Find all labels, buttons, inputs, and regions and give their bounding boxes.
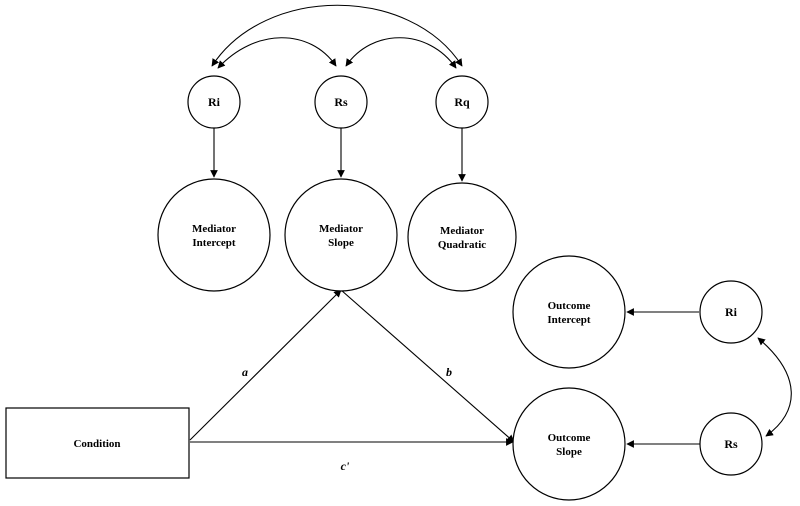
node-mediator-quadratic-line2: Quadratic: [438, 239, 486, 251]
path-a-arrow: [189, 289, 342, 441]
node-condition-label: Condition: [73, 438, 120, 450]
node-mediator-intercept: Mediator Intercept: [157, 178, 271, 292]
node-outcome-intercept-line2: Intercept: [547, 314, 591, 326]
node-ri-top-label: Ri: [208, 95, 221, 109]
node-rs-top: Rs: [314, 75, 368, 129]
node-ri-right-label: Ri: [725, 305, 738, 319]
node-mediator-slope-line2: Slope: [328, 237, 354, 249]
node-mediator-quadratic-line1: Mediator: [440, 225, 484, 237]
node-mediator-slope: Mediator Slope: [284, 178, 398, 292]
node-condition: Condition: [5, 407, 190, 479]
node-mediator-slope-line1: Mediator: [319, 223, 363, 235]
node-outcome-slope-line2: Slope: [556, 446, 582, 458]
node-rq-top: Rq: [435, 75, 489, 129]
node-mediator-intercept-line2: Intercept: [192, 237, 236, 249]
node-outcome-intercept-line1: Outcome: [548, 300, 591, 312]
node-rs-right: Rs: [699, 412, 763, 476]
node-ri-right: Ri: [699, 280, 763, 344]
covariance-ri-rs: [217, 37, 337, 69]
path-b-arrow: [340, 289, 515, 443]
path-c-prime-label: c': [341, 459, 350, 473]
covariance-ri-rs-right: [757, 337, 792, 437]
path-a-label: a: [242, 365, 248, 379]
node-rq-top-label: Rq: [454, 95, 470, 109]
node-outcome-slope-line1: Outcome: [548, 432, 591, 444]
node-mediator-intercept-line1: Mediator: [192, 223, 236, 235]
covariance-rs-rq: [345, 37, 457, 69]
node-rs-right-label: Rs: [724, 437, 738, 451]
node-rs-top-label: Rs: [334, 95, 348, 109]
covariance-ri-rq: [211, 4, 463, 67]
node-outcome-intercept: Outcome Intercept: [512, 255, 626, 369]
path-b-label: b: [446, 365, 452, 379]
node-outcome-slope: Outcome Slope: [512, 387, 626, 501]
node-mediator-quadratic: Mediator Quadratic: [407, 182, 517, 292]
node-ri-top: Ri: [187, 75, 241, 129]
